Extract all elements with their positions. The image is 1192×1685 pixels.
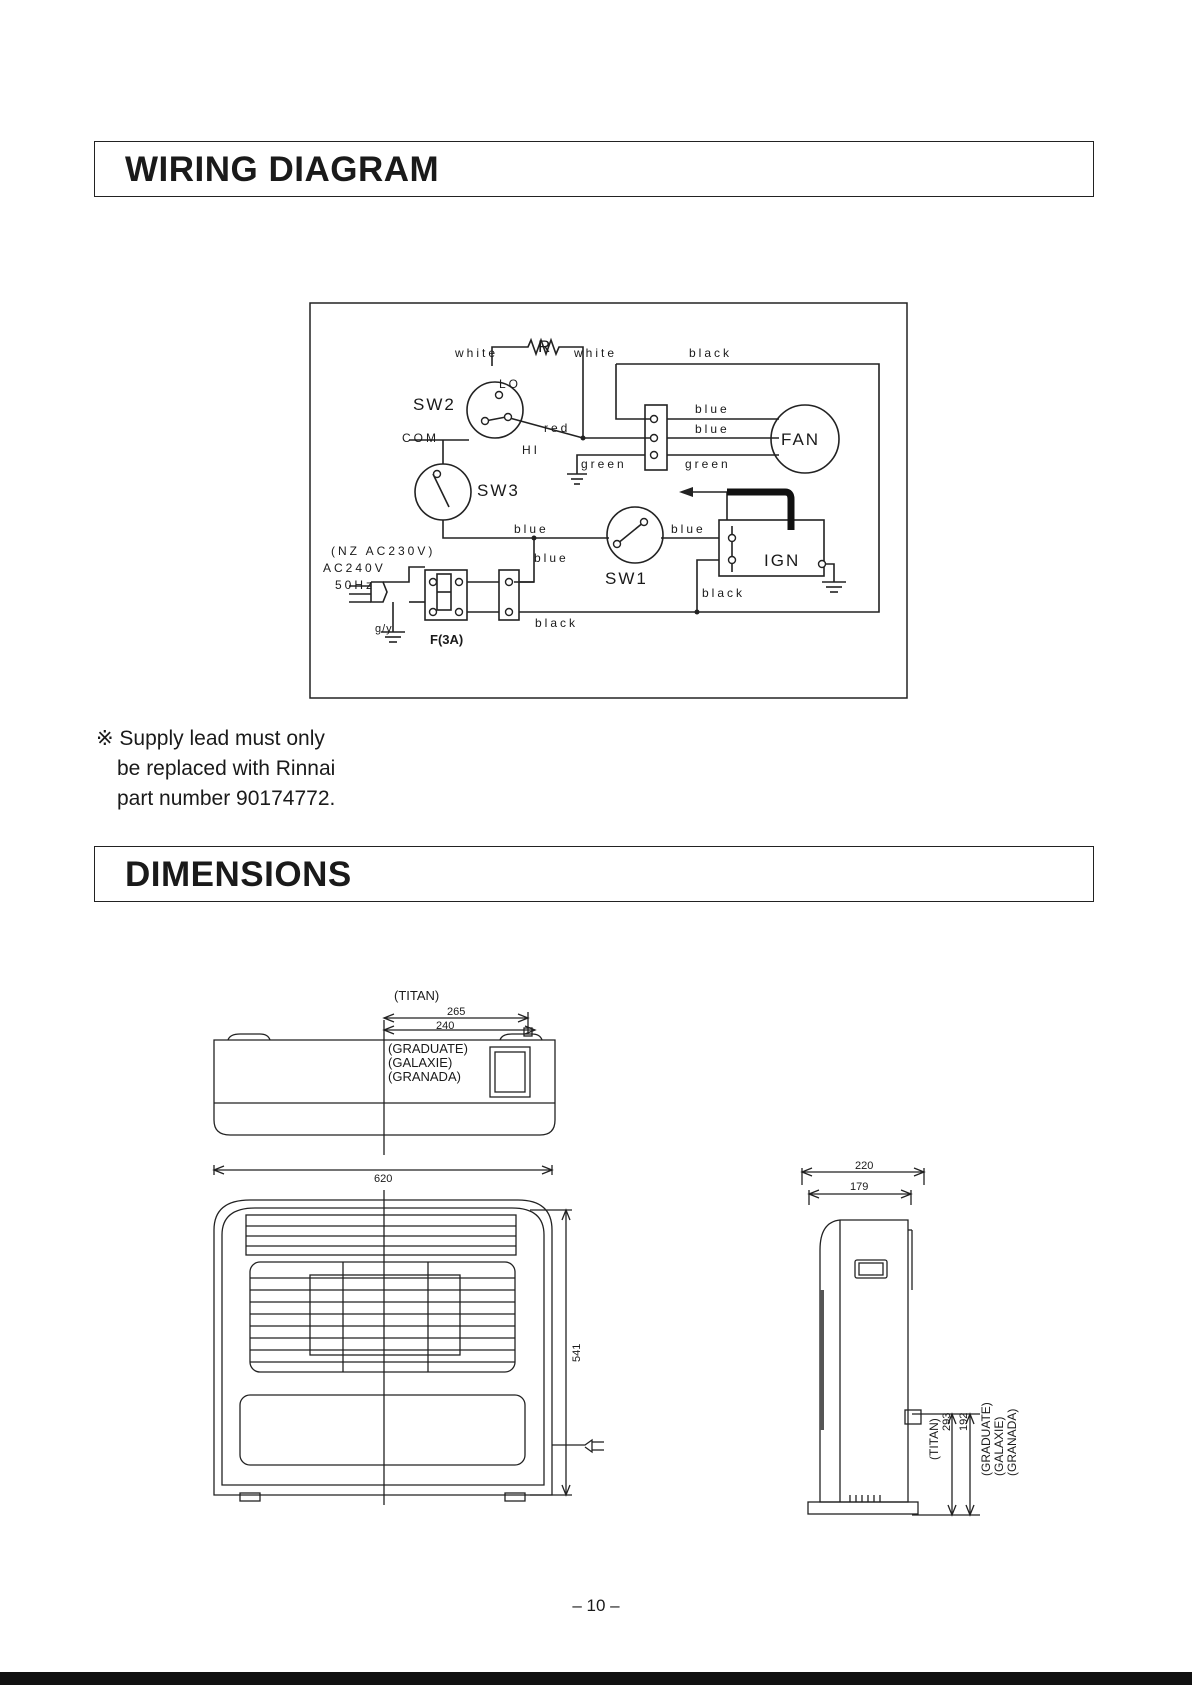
wiring-diagram-title: WIRING DIAGRAM xyxy=(125,150,440,189)
label-green-fan: green xyxy=(685,457,731,471)
label-blue-mid-2: blue xyxy=(534,551,569,565)
label-r: R xyxy=(538,337,552,356)
label-fuse: F(3A) xyxy=(430,632,463,647)
label-sw1: SW1 xyxy=(605,569,648,588)
label-sw3: SW3 xyxy=(477,481,520,500)
dim-620: 620 xyxy=(374,1173,392,1185)
dim-293: 293 xyxy=(941,1413,953,1431)
label-g-y: g/y xyxy=(375,623,393,635)
front-view-drawing xyxy=(212,1165,604,1505)
label-sw2: SW2 xyxy=(413,395,456,414)
label-nz-ac230v: (NZ AC230V) xyxy=(331,544,435,558)
note-line-2: be replaced with Rinnai xyxy=(117,757,336,780)
label-50hz: 50Hz xyxy=(335,578,375,592)
label-white-left: white xyxy=(454,346,498,360)
dim-541: 541 xyxy=(571,1344,583,1362)
dim-240: 240 xyxy=(436,1020,454,1032)
supply-lead-note: ※ Supply lead must only be replaced with… xyxy=(96,724,396,814)
top-view-drawing xyxy=(213,1012,556,1155)
label-black-bottom: black xyxy=(535,616,578,630)
wiring-diagram-header: WIRING DIAGRAM xyxy=(94,141,1094,197)
wiring-diagram: white white black LO red HI COM green bl… xyxy=(309,302,908,699)
dim-265: 265 xyxy=(447,1006,465,1018)
label-red: red xyxy=(544,421,570,435)
side-galaxie-label: (GALAXIE) xyxy=(992,1417,1006,1476)
label-blue-mid: blue xyxy=(514,522,549,536)
dim-179: 179 xyxy=(850,1181,868,1193)
note-line-3: part number 90174772. xyxy=(117,787,336,810)
label-blue-ign: blue xyxy=(671,522,706,536)
label-fan: FAN xyxy=(781,430,820,449)
top-titan-label: (TITAN) xyxy=(394,990,439,1003)
label-blue-fan-1: blue xyxy=(695,402,730,416)
top-granada-label: (GRANADA) xyxy=(388,1069,461,1084)
label-hi: HI xyxy=(522,443,540,457)
note-line-1: ※ Supply lead must only xyxy=(96,727,325,750)
dimensions-header: DIMENSIONS xyxy=(94,846,1094,902)
dimensions-title: DIMENSIONS xyxy=(125,855,352,894)
label-blue-fan-2: blue xyxy=(695,422,730,436)
label-black-ign: black xyxy=(702,586,745,600)
side-granada-label: (GRANADA) xyxy=(1005,1409,1019,1476)
label-ign: IGN xyxy=(764,551,800,570)
label-white-right: white xyxy=(573,346,617,360)
label-com: COM xyxy=(402,431,439,445)
label-green-left: green xyxy=(581,457,627,471)
page-number: – 10 – xyxy=(572,1596,620,1615)
label-black-top: black xyxy=(689,346,732,360)
side-graduate-label: (GRADUATE) xyxy=(979,1402,993,1476)
scan-edge-bar xyxy=(0,1672,1192,1685)
side-titan-label: (TITAN) xyxy=(927,1418,941,1460)
label-ac240v: AC240V xyxy=(323,561,386,575)
dim-192: 192 xyxy=(958,1413,970,1431)
dim-220: 220 xyxy=(855,1160,873,1172)
label-lo: LO xyxy=(499,377,521,391)
top-galaxie-label: (GALAXIE) xyxy=(388,1055,452,1070)
dimensions-drawing: (TITAN) 265 240 (GRADUATE) (GALAXIE) (GR… xyxy=(212,990,1019,1517)
top-graduate-label: (GRADUATE) xyxy=(388,1041,468,1056)
side-view-drawing xyxy=(800,1167,980,1517)
